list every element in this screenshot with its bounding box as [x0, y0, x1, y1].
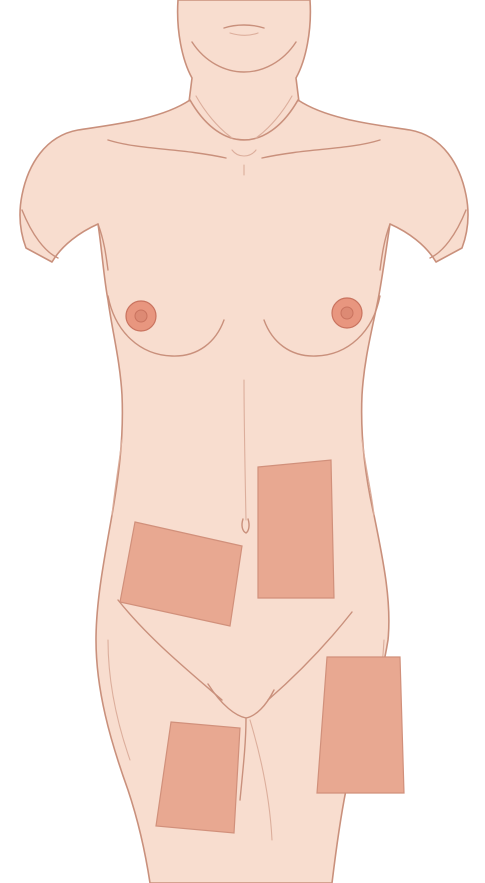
patch-right-outer-hip — [317, 657, 404, 793]
left-nipple — [341, 307, 353, 319]
right-nipple — [135, 310, 147, 322]
patch-left-upper-thigh — [156, 722, 240, 833]
patch-lower-abdomen-right-of-navel — [258, 460, 334, 598]
